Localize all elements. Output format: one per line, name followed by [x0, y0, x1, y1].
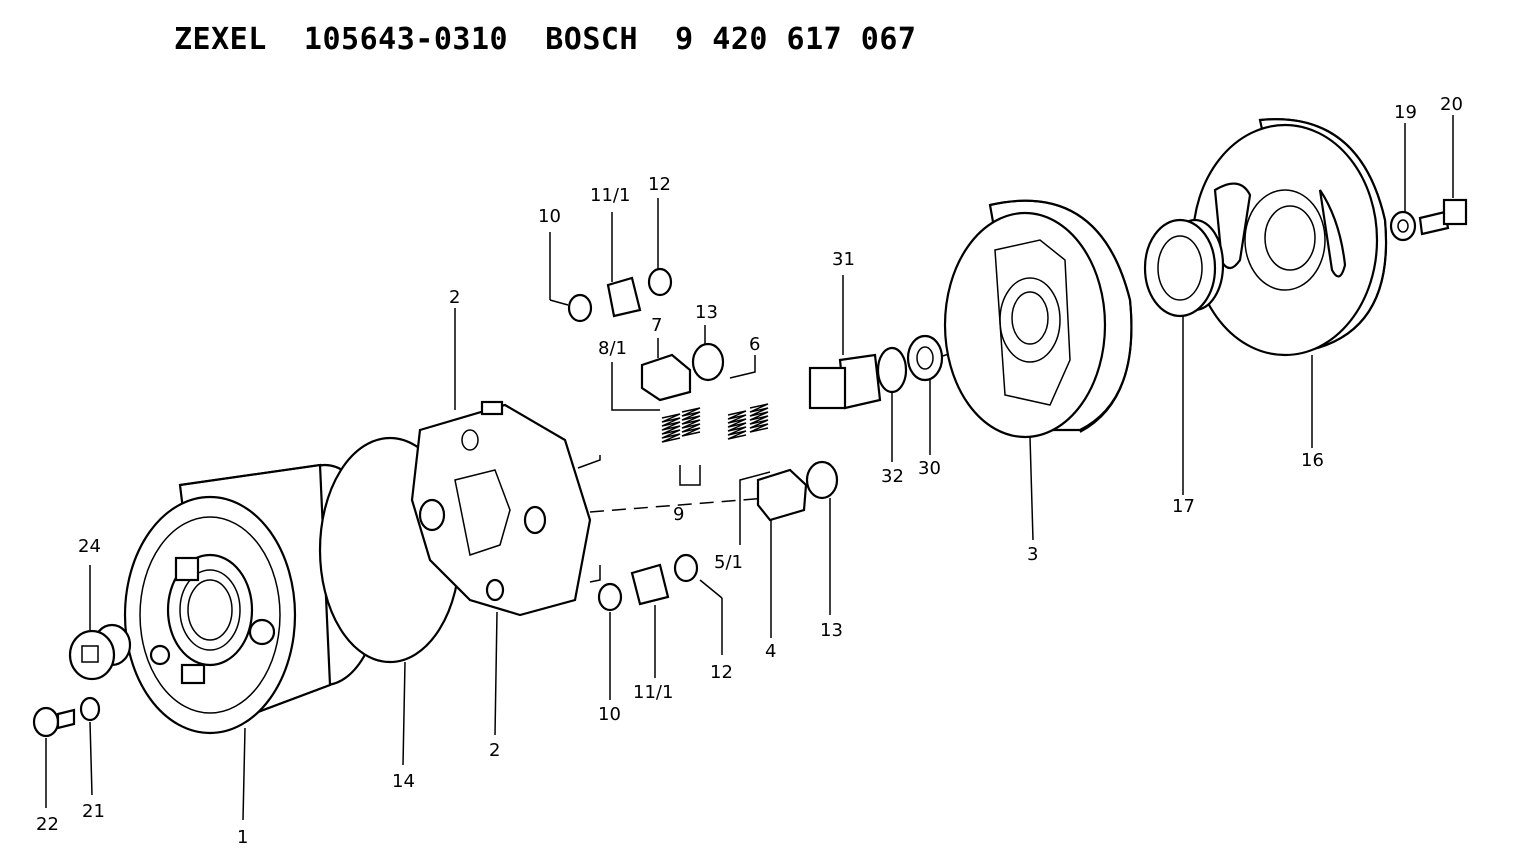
callout-2-upper: 2 — [449, 287, 460, 308]
callout-11-1-upper: 11/1 — [590, 185, 630, 206]
callout-4: 4 — [765, 641, 776, 662]
callout-11-1-lower: 11/1 — [633, 682, 673, 703]
callout-1: 1 — [237, 827, 248, 848]
callout-9: 9 — [673, 504, 684, 525]
callout-5-1: 5/1 — [714, 552, 743, 573]
callout-16: 16 — [1301, 450, 1324, 471]
callout-31: 31 — [832, 249, 855, 270]
callout-8-1: 8/1 — [598, 338, 627, 359]
part-3-drum — [943, 199, 1133, 439]
callout-19: 19 — [1394, 102, 1417, 123]
part-2-flange — [410, 400, 592, 617]
callout-12-lower: 12 — [710, 662, 733, 683]
callout-20: 20 — [1440, 94, 1463, 115]
drawing-title: ZEXEL 105643-0310 BOSCH 9 420 617 067 — [174, 22, 917, 57]
callout-22: 22 — [36, 814, 59, 835]
callout-14: 14 — [392, 771, 415, 792]
callout-6: 6 — [749, 334, 760, 355]
callout-labels: 24 22 21 1 14 2 2 10 11/1 12 13 7 8/1 9 … — [36, 94, 1463, 848]
callout-3: 3 — [1027, 544, 1038, 565]
callout-32: 32 — [881, 466, 904, 487]
callout-30: 30 — [918, 458, 941, 479]
callout-10-lower: 10 — [598, 704, 621, 725]
callout-7: 7 — [651, 315, 662, 336]
callout-24: 24 — [78, 536, 101, 557]
callout-2-lower: 2 — [489, 740, 500, 761]
small-parts — [32, 198, 1468, 738]
callout-13-upper: 13 — [695, 302, 718, 323]
leader-lines — [45, 115, 1454, 821]
callout-21: 21 — [82, 801, 105, 822]
part-16-cover — [1191, 118, 1388, 357]
callout-12-upper: 12 — [648, 174, 671, 195]
callout-10-upper: 10 — [538, 206, 561, 227]
part-17-bearing — [1143, 218, 1225, 318]
callout-17: 17 — [1172, 496, 1195, 517]
callout-13-lower: 13 — [820, 620, 843, 641]
